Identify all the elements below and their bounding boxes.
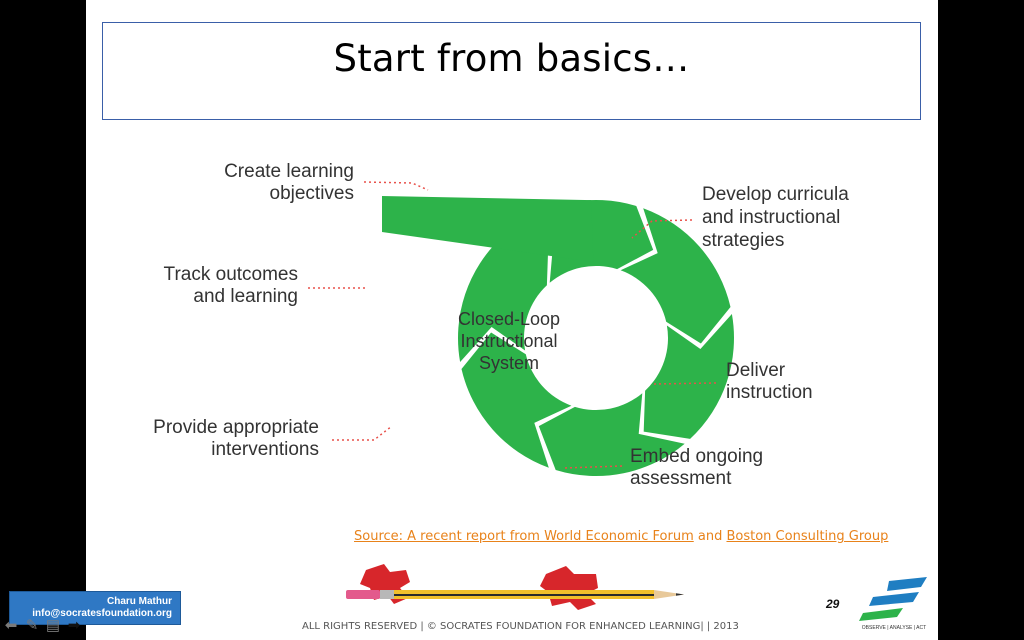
pen-icon[interactable]: ✎: [25, 617, 39, 634]
cycle-start-tail: [382, 196, 594, 262]
contact-badge: Charu Mathur info@socratesfoundation.org: [10, 592, 180, 624]
step-label-line: Embed ongoing: [630, 446, 763, 467]
source-link-wef[interactable]: Source: A recent report from World Econo…: [354, 529, 694, 544]
step-develop-curricula: Develop curricula and instructional stra…: [702, 184, 849, 251]
pencil-puzzle-illustration: [346, 564, 684, 610]
step-label-line: strategies: [702, 230, 784, 251]
source-joiner: and: [693, 529, 727, 544]
cycle-arrow-segment: [461, 332, 572, 468]
center-label: Closed-Loop Instructional System: [458, 309, 560, 373]
center-line-2: Instructional: [460, 331, 557, 351]
step-label-line: objectives: [270, 183, 355, 204]
title-box: Start from basics…: [102, 22, 921, 120]
step-label-line: Provide appropriate: [153, 417, 319, 438]
step-label-line: interventions: [211, 439, 319, 460]
back-arrow-icon[interactable]: ⬅: [4, 617, 18, 634]
step-label-line: instruction: [726, 382, 813, 403]
step-label-line: Track outcomes: [164, 264, 298, 285]
slide: Start from basics… Closed-Loop Instructi…: [86, 0, 938, 640]
leader-line: [332, 425, 393, 441]
slideshow-controls: ⬅ ✎ ▤ ➡: [0, 616, 83, 638]
step-label-line: Develop curricula: [702, 184, 849, 205]
step-label-line: Create learning: [224, 161, 354, 182]
leader-line: [363, 181, 429, 191]
cycle-arrow-segment: [643, 314, 734, 439]
source-citation: Source: A recent report from World Econo…: [354, 529, 888, 544]
page-number: 29: [826, 597, 840, 611]
forward-arrow-icon[interactable]: ➡: [67, 617, 81, 634]
cycle-arrow-segment: [538, 393, 685, 477]
leader-lines: [308, 181, 717, 469]
step-create-objectives: Create learning objectives: [224, 161, 354, 204]
center-line-1: Closed-Loop: [458, 309, 560, 329]
step-label-line: and learning: [193, 286, 298, 307]
closed-loop-diagram: Closed-Loop Instructional System Create …: [153, 161, 849, 489]
step-provide-interventions: Provide appropriate interventions: [153, 417, 319, 460]
cycle-arrow-segment: [620, 208, 731, 344]
step-label-line: assessment: [630, 468, 732, 489]
step-label-line: Deliver: [726, 360, 786, 381]
slide-title: Start from basics…: [333, 37, 690, 80]
step-track-outcomes: Track outcomes and learning: [164, 264, 298, 307]
slides-menu-icon[interactable]: ▤: [45, 617, 61, 634]
center-line-3: System: [479, 353, 539, 373]
logo-tagline: OBSERVE | ANALYSE | ACT: [861, 625, 927, 631]
contact-name: Charu Mathur: [107, 596, 172, 607]
contact-email: info@socratesfoundation.org: [32, 608, 172, 619]
source-link-bcg[interactable]: Boston Consulting Group: [726, 529, 889, 544]
cycle-center: [525, 267, 667, 409]
cycle-ring: [382, 196, 734, 477]
leader-line: [651, 382, 717, 385]
step-embed-assessment: Embed ongoing assessment: [630, 446, 763, 489]
footer-text: ALL RIGHTS RESERVED | © SOCRATES FOUNDAT…: [302, 621, 739, 632]
cycle-arrow-segment: [458, 237, 549, 362]
step-deliver-instruction: Deliver instruction: [726, 360, 813, 403]
leader-line: [631, 219, 693, 239]
socrates-logo-icon: [859, 577, 927, 621]
step-label-line: and instructional: [702, 207, 840, 228]
